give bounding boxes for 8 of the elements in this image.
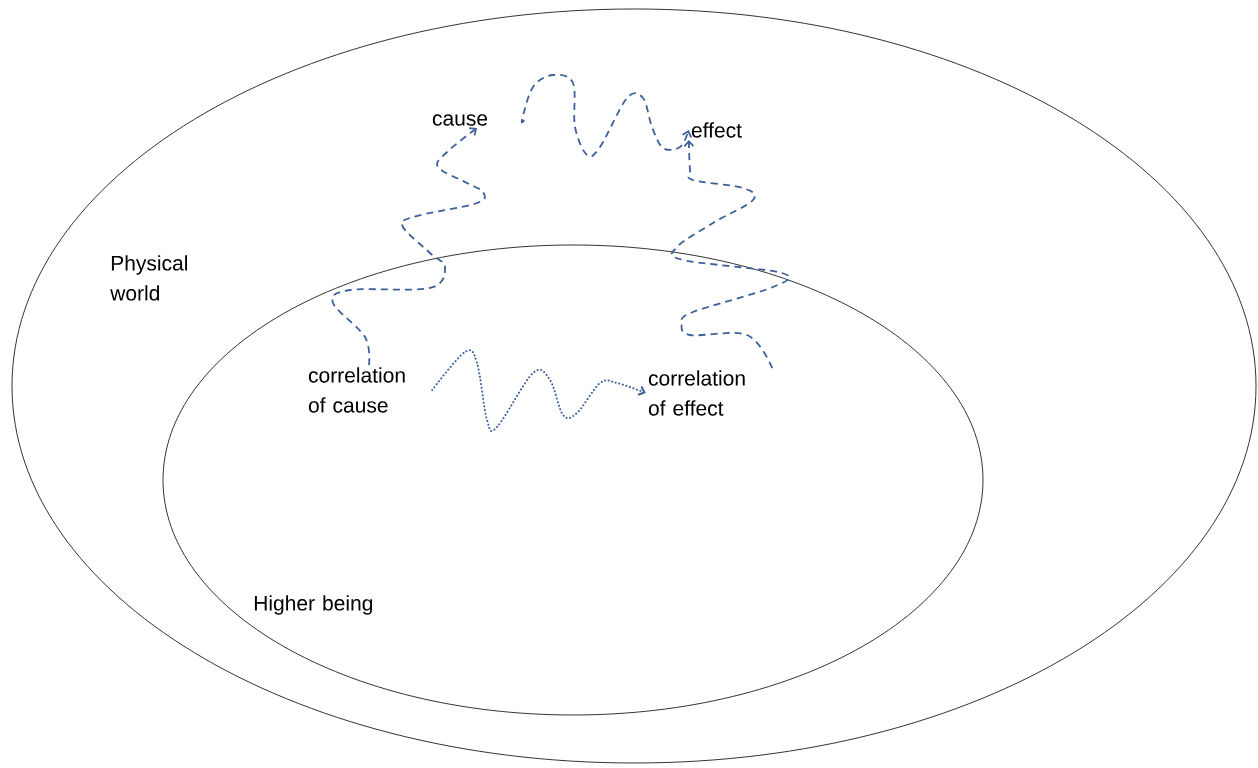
wavy-arrow xyxy=(431,349,646,433)
node-label: correlation of cause xyxy=(308,367,405,413)
node-label: effect xyxy=(691,122,742,138)
wavy-arrow xyxy=(520,73,693,158)
wavy-arrow xyxy=(331,127,486,366)
wavy-arrow xyxy=(670,139,791,369)
node-label: cause xyxy=(432,114,488,126)
node-label: correlation of effect xyxy=(648,370,745,416)
